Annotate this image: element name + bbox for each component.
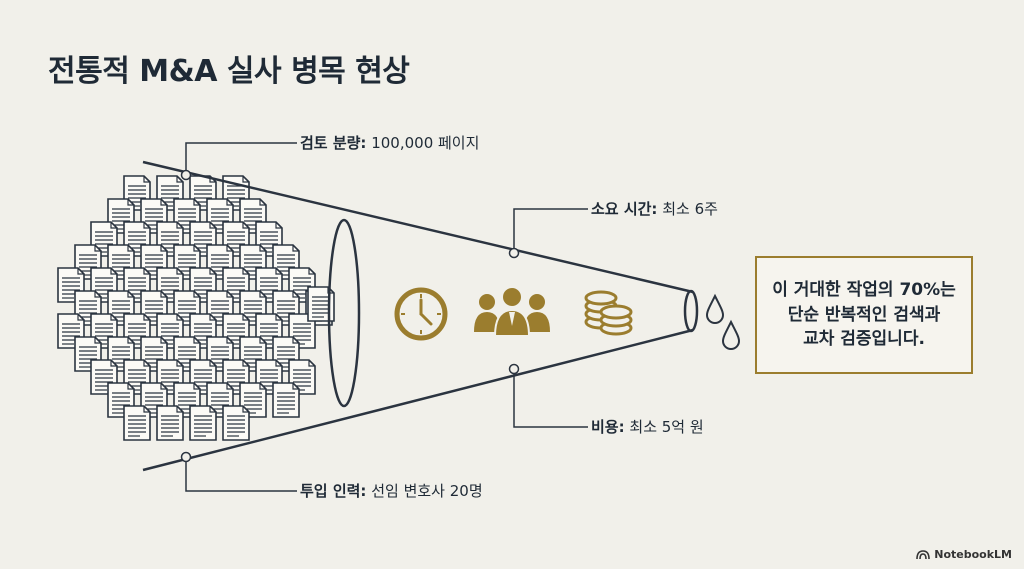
document-icon [123, 405, 151, 441]
insight-line-2: 단순 반복적인 검색과 [787, 304, 941, 325]
cost-label: 비용: [591, 418, 625, 436]
document-pile [57, 175, 335, 441]
time-callout: 소요 시간: 최소 6주 [591, 198, 718, 219]
people-icon [474, 286, 550, 337]
clock-icon [394, 287, 448, 341]
time-value: 최소 6주 [662, 200, 718, 218]
document-icon [189, 405, 217, 441]
page-title: 전통적 M&A 실사 병목 현상 [48, 54, 410, 89]
volume-label: 검토 분량: [300, 134, 367, 152]
notebooklm-icon [916, 549, 931, 559]
cost-value: 최소 5억 원 [629, 418, 704, 436]
cost-leader-line [513, 369, 588, 428]
brand-name: NotebookLM [934, 548, 1012, 561]
insight-line-3: 교차 검증입니다. [803, 329, 925, 350]
funnel-outline [142, 160, 699, 472]
staff-callout: 투입 인력: 선임 변호사 20명 [300, 480, 483, 501]
insight-line-1: 이 거대한 작업의 70%는 [772, 280, 956, 301]
coins-icon [584, 290, 633, 336]
insight-box: 이 거대한 작업의 70%는 단순 반복적인 검색과 교차 검증입니다. [755, 256, 973, 374]
volume-marker [180, 169, 192, 181]
brand-logo: NotebookLM [916, 548, 1012, 561]
cost-callout: 비용: 최소 5억 원 [591, 416, 704, 437]
staff-marker [180, 451, 192, 463]
cost-marker [508, 363, 520, 375]
time-label: 소요 시간: [591, 200, 658, 218]
document-icon [272, 382, 300, 418]
document-icon [222, 405, 250, 441]
volume-value: 100,000 페이지 [371, 134, 480, 152]
droplet-icon [705, 293, 741, 350]
staff-leader-line [185, 457, 297, 492]
staff-label: 투입 인력: [300, 482, 367, 500]
document-icon [156, 405, 184, 441]
volume-leader-line [185, 142, 297, 175]
staff-value: 선임 변호사 20명 [371, 482, 483, 500]
volume-callout: 검토 분량: 100,000 페이지 [300, 132, 479, 153]
time-marker [508, 247, 520, 259]
time-leader-line [513, 208, 588, 253]
